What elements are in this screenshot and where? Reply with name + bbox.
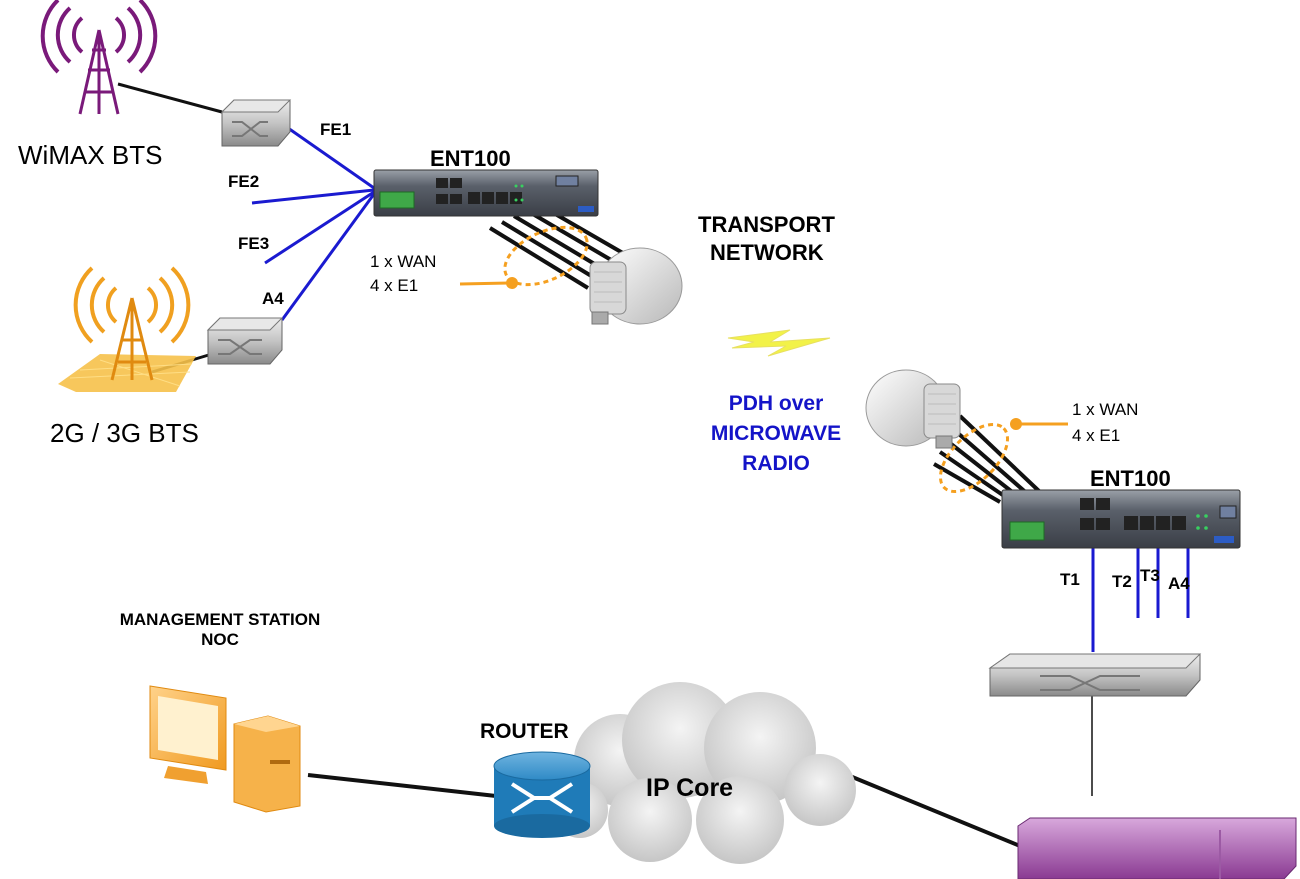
microwave-dish-icon (589, 247, 683, 325)
ent100-device-right (1001, 489, 1241, 549)
wimax-link (117, 82, 223, 114)
fe-links (251, 126, 376, 321)
e1-top-label: 4 x E1 (370, 276, 419, 295)
pdh-line1: PDH over (728, 392, 824, 415)
t1-label: T1 (1060, 570, 1080, 589)
fe2-label: FE2 (228, 172, 260, 191)
fe3-label: FE3 (238, 234, 270, 253)
noc-label: NOC (201, 630, 239, 649)
switch-icon (206, 317, 284, 365)
purple-network-device (1017, 817, 1297, 879)
t3-label: T3 (1140, 566, 1160, 585)
wimax-bts-label: WiMAX BTS (18, 140, 163, 170)
transport-line1: TRANSPORT (698, 212, 835, 237)
lightning-icon (727, 329, 831, 357)
mgmt-station-label: MANAGEMENT STATION (119, 610, 321, 629)
ip-core-label: IP Core (646, 774, 734, 802)
switch-icon (988, 653, 1202, 697)
pdh-line2: MICROWAVE (710, 422, 842, 445)
cell-tower-icon (58, 266, 196, 392)
switch-icon (220, 99, 292, 147)
bundle-pointer-top (459, 281, 513, 286)
fe1-label: FE1 (320, 120, 352, 139)
router-label: ROUTER (480, 720, 569, 743)
cloud-icon (552, 682, 856, 864)
transport-line2: NETWORK (710, 240, 824, 265)
bts-2g3g-label: 2G / 3G BTS (50, 418, 199, 448)
cable-bundle-marker-top (503, 225, 589, 287)
cable-bundle-marker-right (938, 422, 1010, 494)
pdh-line3: RADIO (742, 452, 810, 475)
wan-right-label: 1 x WAN (1072, 400, 1139, 419)
radio-tower-icon (40, 0, 158, 115)
computer-router-link (307, 773, 497, 798)
microwave-dish-icon (865, 369, 961, 449)
a4-left-label: A4 (262, 289, 284, 308)
ent100-right-label: ENT100 (1090, 466, 1171, 491)
router-icon (493, 751, 591, 838)
computer-icon (149, 685, 301, 813)
wan-top-label: 1 x WAN (370, 252, 437, 271)
ent100-device-top (373, 169, 599, 217)
ent-right-ports (1091, 548, 1190, 652)
cable-bundle-right (933, 414, 1042, 504)
cloud-purple-link (844, 772, 1021, 848)
t2-label: T2 (1112, 572, 1132, 591)
ent100-top-label: ENT100 (430, 146, 511, 171)
e1-right-label: 4 x E1 (1072, 426, 1121, 445)
a4-right-label: A4 (1168, 574, 1190, 593)
